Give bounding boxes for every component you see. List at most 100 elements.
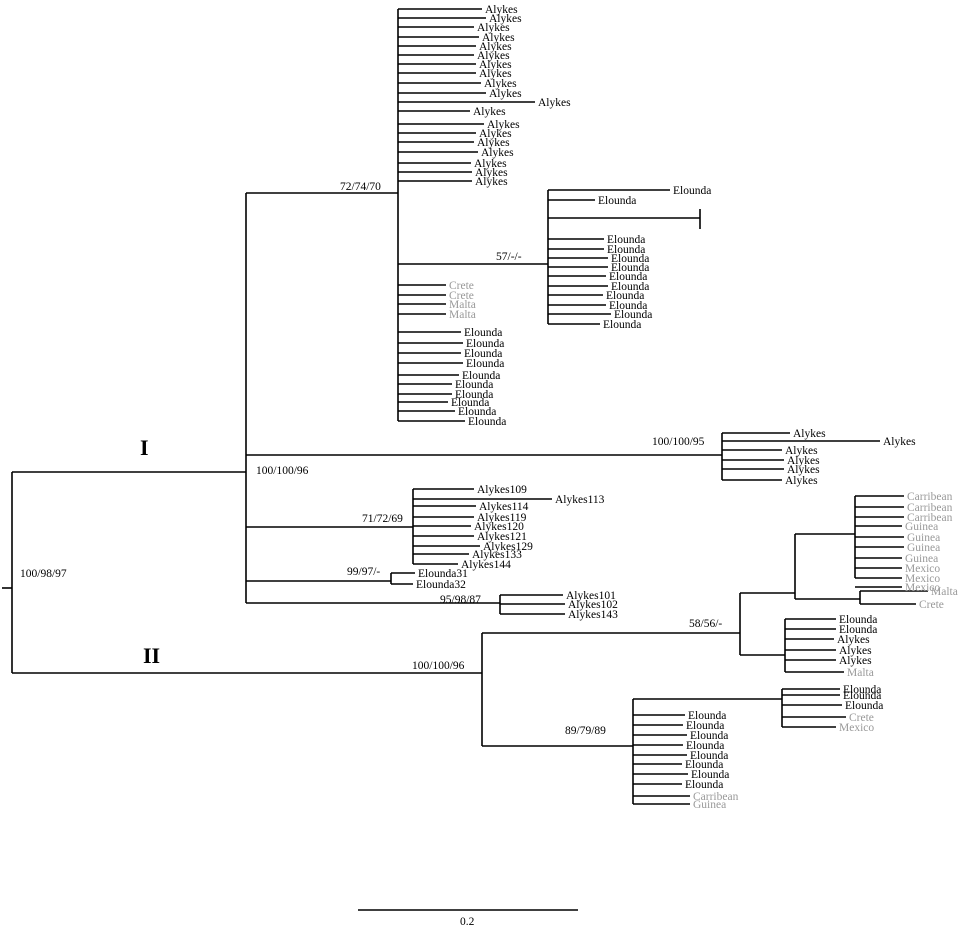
leaf-label-elounda: Elounda — [466, 338, 504, 350]
support-100-100-96-clade-I: 100/100/96 — [256, 465, 309, 477]
leaf-label-alykes: Alykes — [475, 167, 508, 179]
leaf-label-elounda: Elounda — [464, 348, 502, 360]
leaf-label-malta: Malta — [449, 299, 476, 311]
leaf-label-alykes: Alykes — [883, 436, 916, 448]
leaf-label-elounda: Elounda — [690, 750, 728, 762]
support-57: 57/-/- — [496, 251, 522, 263]
leaf-label-alykes129: Alykes129 — [483, 541, 533, 553]
leaf-label-alykes120: Alykes120 — [474, 521, 524, 533]
support-89-79-89: 89/79/89 — [565, 725, 606, 737]
leaf-label-alykes: Alykes — [477, 50, 510, 62]
leaf-label-elounda: Elounda — [690, 730, 728, 742]
support-values: 100/98/97 72/74/70 57/-/- 100/100/95 100… — [20, 181, 722, 737]
leaf-label-alykes121: Alykes121 — [477, 531, 527, 543]
leaf-label-alykes: Alykes — [479, 59, 512, 71]
support-root: 100/98/97 — [20, 568, 67, 580]
leaf-label-elounda: Elounda — [686, 740, 724, 752]
leaf-label-alykes: Alykes — [479, 68, 512, 80]
leaf-label-mexico: Mexico — [905, 582, 940, 594]
tree-branches — [2, 8, 928, 805]
leaf-label-alykes133: Alykes133 — [472, 549, 522, 561]
leaf-label-elounda: Elounda — [458, 406, 496, 418]
leaf-label-elounda: Elounda — [466, 358, 504, 370]
leaf-label-guinea: Guinea — [907, 532, 940, 544]
leaf-label-carribean: Carribean — [907, 502, 953, 514]
leaf-label-elounda: Elounda — [607, 244, 645, 256]
leaf-label-elounda: Elounda — [685, 759, 723, 771]
leaf-label-alykes: Alykes — [479, 41, 512, 53]
leaf-label-elounda: Elounda — [843, 690, 881, 702]
support-95-98-87: 95/98/87 — [440, 594, 481, 606]
leaf-label-mexico: Mexico — [839, 722, 874, 734]
leaf-label-alykes: Alykes — [484, 78, 517, 90]
leaf-label-elounda: Elounda — [455, 389, 493, 401]
leaf-label-alykes: Alykes — [839, 645, 872, 657]
leaf-label-alykes: Alykes — [787, 464, 820, 476]
leaf-label-alykes143: Alykes143 — [568, 609, 618, 621]
support-71-72-69: 71/72/69 — [362, 513, 403, 525]
leaf-label-elounda: Elounda — [686, 720, 724, 732]
leaf-label-crete: Crete — [919, 599, 944, 611]
leaf-label-alykes109: Alykes109 — [477, 484, 527, 496]
leaf-label-alykes: Alykes — [487, 119, 520, 131]
leaf-label-elounda31: Elounda31 — [418, 568, 468, 580]
leaf-label-alykes119: Alykes119 — [477, 512, 527, 524]
leaf-label-guinea: Guinea — [693, 799, 726, 811]
leaf-label-malta: Malta — [847, 667, 874, 679]
leaf-label-crete: Crete — [449, 290, 474, 302]
clade-labels: I II — [140, 435, 160, 668]
leaf-label-elounda: Elounda — [462, 370, 500, 382]
leaf-label-elounda: Elounda — [451, 397, 489, 409]
leaf-label-alykes114: Alykes114 — [479, 501, 529, 513]
support-99-97: 99/97/- — [347, 566, 380, 578]
leaf-label-carribean: Carribean — [907, 491, 953, 503]
leaf-label-malta: Malta — [449, 309, 476, 321]
leaf-label-alykes: Alykes — [489, 88, 522, 100]
leaf-label-malta: Malta — [931, 586, 958, 598]
leaf-label-elounda: Elounda — [609, 271, 647, 283]
leaf-label-alykes: Alykes — [485, 4, 518, 16]
leaf-label-elounda: Elounda — [611, 253, 649, 265]
leaf-label-elounda: Elounda — [839, 614, 877, 626]
leaf-labels: AlykesAlykesAlykesAlykesAlykesAlykesAlyk… — [416, 4, 958, 811]
leaf-label-crete: Crete — [849, 712, 874, 724]
leaf-label-elounda: Elounda — [606, 290, 644, 302]
leaf-label-guinea: Guinea — [905, 553, 938, 565]
leaf-label-alykes: Alykes — [481, 147, 514, 159]
leaf-label-elounda: Elounda — [691, 769, 729, 781]
leaf-label-crete: Crete — [449, 280, 474, 292]
leaf-label-carribean: Carribean — [693, 791, 739, 803]
support-72-74-70: 72/74/70 — [340, 181, 381, 193]
leaf-label-mexico: Mexico — [905, 573, 940, 585]
leaf-label-alykes: Alykes — [793, 428, 826, 440]
support-100-100-95: 100/100/95 — [652, 436, 705, 448]
clade-label-I: I — [140, 435, 149, 460]
leaf-label-elounda: Elounda — [614, 309, 652, 321]
leaf-label-elounda: Elounda — [611, 262, 649, 274]
leaf-label-elounda: Elounda — [843, 684, 881, 696]
leaf-label-elounda: Elounda — [464, 327, 502, 339]
leaf-label-elounda: Elounda — [839, 624, 877, 636]
leaf-label-elounda: Elounda — [607, 234, 645, 246]
leaf-label-alykes: Alykes — [477, 137, 510, 149]
leaf-label-guinea: Guinea — [907, 542, 940, 554]
leaf-label-alykes: Alykes — [538, 97, 571, 109]
leaf-label-elounda: Elounda — [673, 185, 711, 197]
leaf-label-elounda: Elounda — [609, 300, 647, 312]
clade-label-II: II — [143, 643, 160, 668]
leaf-label-mexico: Mexico — [905, 563, 940, 575]
leaf-label-alykes101: Alykes101 — [566, 590, 616, 602]
leaf-label-alykes: Alykes — [787, 455, 820, 467]
leaf-label-alykes: Alykes — [839, 655, 872, 667]
leaf-label-elounda32: Elounda32 — [416, 579, 466, 591]
leaf-label-alykes144: Alykes144 — [461, 559, 511, 571]
leaf-label-elounda: Elounda — [845, 700, 883, 712]
leaf-label-guinea: Guinea — [905, 521, 938, 533]
leaf-label-alykes: Alykes — [482, 32, 515, 44]
support-100-100-96-clade-II: 100/100/96 — [412, 660, 465, 672]
leaf-label-elounda: Elounda — [603, 319, 641, 331]
leaf-label-alykes: Alykes — [473, 106, 506, 118]
leaf-label-carribean: Carribean — [907, 512, 953, 524]
leaf-label-alykes: Alykes — [479, 128, 512, 140]
leaf-label-elounda: Elounda — [455, 379, 493, 391]
